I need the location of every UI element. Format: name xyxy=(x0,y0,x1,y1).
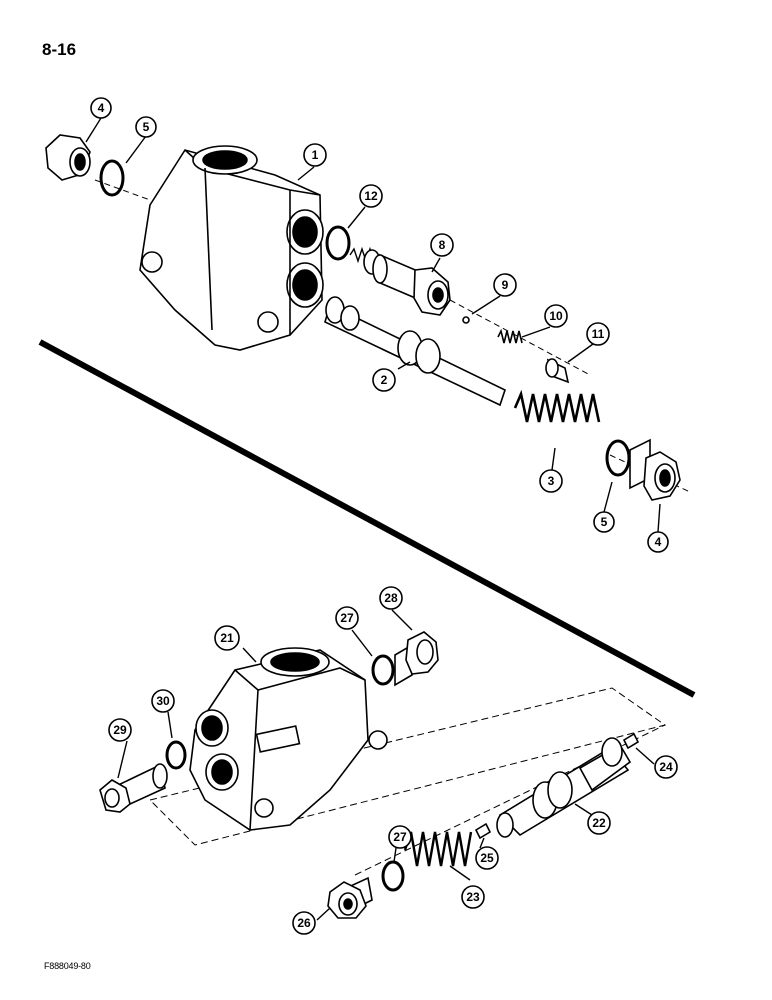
valve-body-upper xyxy=(139,145,324,351)
label-22: 22 xyxy=(592,816,606,830)
fitting-8 xyxy=(372,253,451,316)
callout-9 xyxy=(493,273,517,297)
callout-1 xyxy=(303,143,327,167)
callout-23 xyxy=(461,885,485,909)
label-11: 11 xyxy=(592,327,605,341)
callout-5-upper-right xyxy=(593,511,615,533)
callout-24 xyxy=(654,755,678,779)
spool-upper xyxy=(324,296,506,407)
label-9: 9 xyxy=(502,278,509,292)
callout-21 xyxy=(214,625,240,651)
figure-code: F888049-80 xyxy=(44,961,91,971)
o-ring-27-lower xyxy=(381,860,405,892)
label-26: 26 xyxy=(297,916,311,930)
o-ring-right xyxy=(605,439,631,477)
label-29: 29 xyxy=(113,723,127,737)
callout-27-upper xyxy=(335,606,359,630)
label-25: 25 xyxy=(480,851,494,865)
label-30: 30 xyxy=(156,694,170,708)
label-23: 23 xyxy=(466,890,480,904)
callout-25 xyxy=(475,846,499,870)
label-5-upper-right: 5 xyxy=(601,515,608,529)
o-ring-27-upper xyxy=(371,654,395,686)
label-24: 24 xyxy=(659,760,673,774)
pin-24 xyxy=(622,732,640,750)
callout-3 xyxy=(539,469,563,493)
plug-right xyxy=(629,438,681,501)
ball-9 xyxy=(462,316,470,324)
spring-3 xyxy=(513,389,601,423)
o-ring-30 xyxy=(165,740,187,770)
label-8: 8 xyxy=(439,238,446,252)
plug-11 xyxy=(545,358,570,384)
label-21: 21 xyxy=(220,631,234,645)
o-ring-left xyxy=(99,159,125,197)
separator-line xyxy=(38,339,696,698)
label-27-upper: 27 xyxy=(340,611,354,625)
callouts xyxy=(85,117,661,921)
callout-22 xyxy=(587,811,611,835)
o-ring-12 xyxy=(325,225,351,261)
callout-2 xyxy=(372,368,396,392)
label-12: 12 xyxy=(364,189,378,203)
lower-valve-assembly xyxy=(99,631,667,919)
label-4-upper-right: 4 xyxy=(655,535,662,549)
callout-26 xyxy=(292,911,316,935)
plug-26 xyxy=(327,876,373,919)
callout-28 xyxy=(379,586,403,610)
label-1: 1 xyxy=(312,148,319,162)
callout-11 xyxy=(586,322,610,346)
label-3: 3 xyxy=(548,474,555,488)
label-4-upper-left: 4 xyxy=(98,101,105,115)
callout-4-upper-right xyxy=(647,531,669,553)
spool-lower xyxy=(496,737,632,838)
callout-labels: 4 5 1 12 8 9 10 11 2 3 5 4 21 27 28 30 2… xyxy=(98,101,673,930)
label-28: 28 xyxy=(384,591,398,605)
valve-body-lower xyxy=(189,647,388,831)
label-27-lower: 27 xyxy=(393,830,407,844)
label-5-upper-left: 5 xyxy=(143,120,150,134)
callout-4-upper-left xyxy=(90,97,112,119)
callout-29 xyxy=(108,718,132,742)
callout-27-lower xyxy=(388,825,412,849)
plug-28 xyxy=(394,631,439,687)
page-number: 8-16 xyxy=(42,40,77,59)
small-spring xyxy=(349,246,375,264)
spring-10 xyxy=(497,328,523,344)
callout-circles xyxy=(90,97,678,935)
fitting-29 xyxy=(99,763,168,813)
callout-5-upper-left xyxy=(135,116,157,138)
callout-12 xyxy=(359,184,383,208)
spring-23 xyxy=(403,831,473,867)
pin-25 xyxy=(474,822,492,840)
callout-10 xyxy=(544,304,568,328)
plug-left xyxy=(45,134,91,181)
upper-valve-assembly xyxy=(45,134,691,501)
label-2: 2 xyxy=(381,373,388,387)
callout-30 xyxy=(151,689,175,713)
label-10: 10 xyxy=(549,309,563,323)
callout-8 xyxy=(430,233,454,257)
